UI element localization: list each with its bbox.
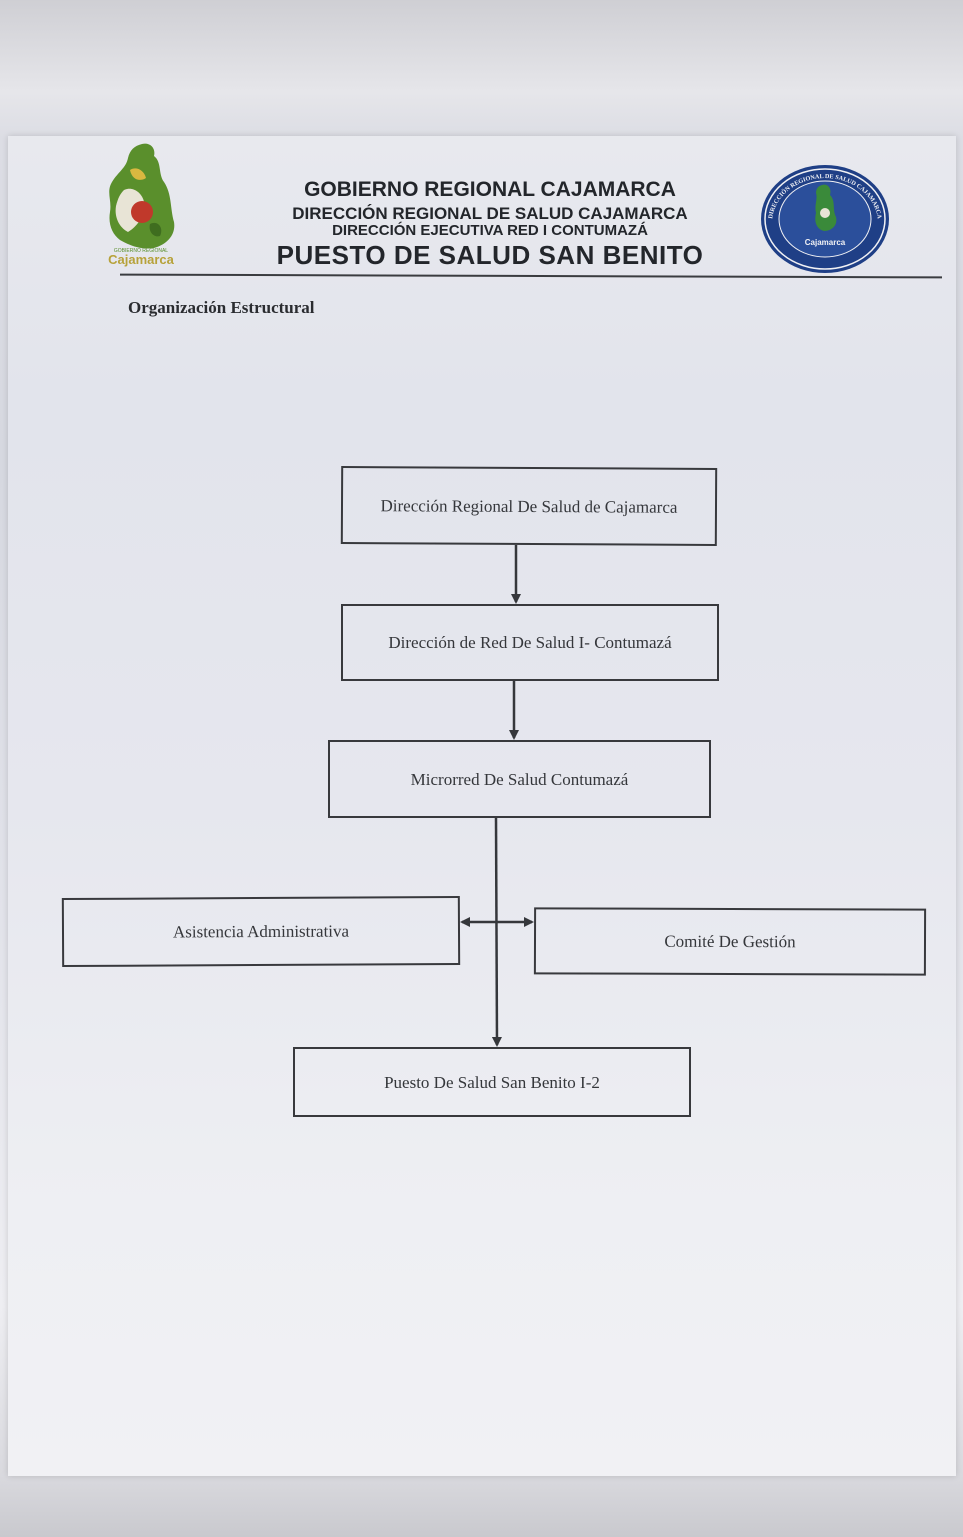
document-page — [8, 136, 956, 1476]
node-asistencia-administrativa: Asistencia Administrativa — [61, 895, 461, 968]
section-label: Organización Estructural — [128, 298, 315, 317]
node-microrred: Microrred De Salud Contumazá — [328, 740, 711, 818]
direccion-regional-salud-seal: Cajamarca DIRECCIÓN REGIONAL DE SALUD CA… — [761, 165, 889, 273]
node-comite-gestion: Comité De Gestión — [533, 907, 927, 976]
header-title: PUESTO DE SALUD SAN BENITO — [276, 240, 704, 270]
svg-text:GOBIERNO REGIONAL: GOBIERNO REGIONAL — [114, 248, 168, 254]
node-direccion-red: Dirección de Red De Salud I- Contumazá — [341, 604, 719, 681]
node-direccion-regional: Dirección Regional De Salud de Cajamarca — [340, 466, 718, 546]
header-line-1: GOBIERNO REGIONAL CAJAMARCA — [304, 178, 676, 201]
node-puesto-salud: Puesto De Salud San Benito I-2 — [293, 1047, 691, 1117]
logo-left-text: Cajamarca — [108, 252, 175, 267]
cajamarca-regional-logo: GOBIERNO REGIONAL Cajamarca — [108, 143, 175, 267]
header-line-2: DIRECCIÓN REGIONAL DE SALUD CAJAMARCA — [292, 204, 688, 223]
svg-text:Cajamarca: Cajamarca — [805, 238, 846, 247]
header-line-3: DIRECCIÓN EJECUTIVA RED I CONTUMAZÁ — [332, 222, 648, 239]
